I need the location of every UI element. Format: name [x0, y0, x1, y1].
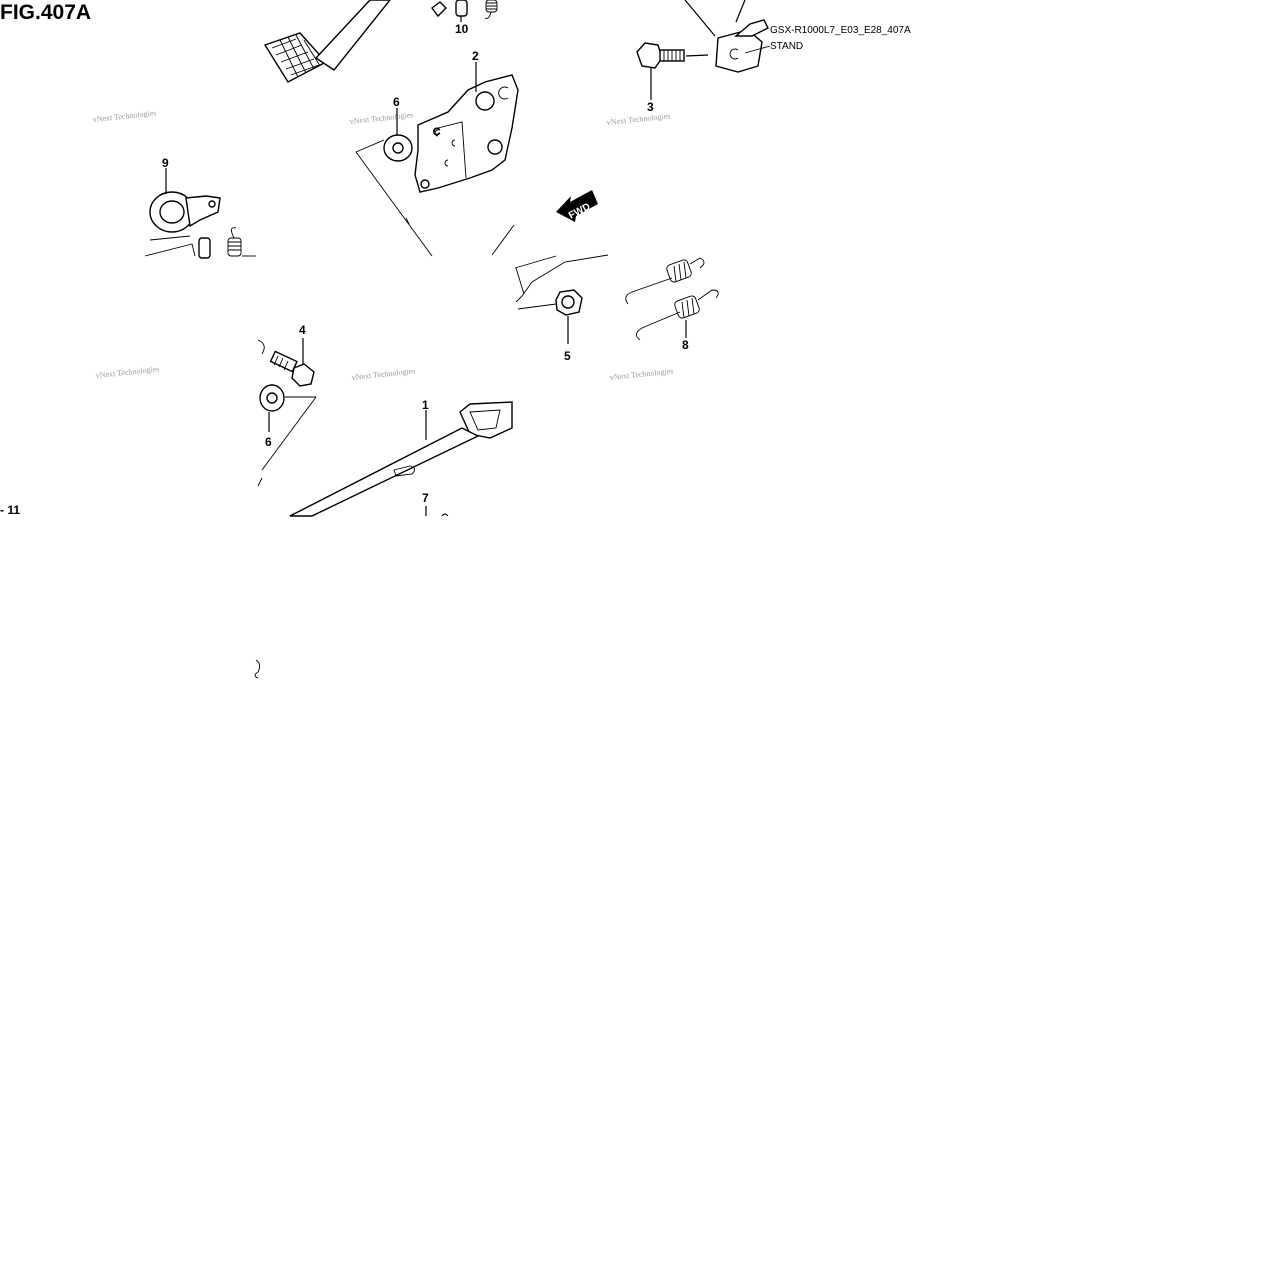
- callout-1: 1: [422, 398, 429, 412]
- callout-9: 9: [162, 156, 169, 170]
- brake-pedal: [263, 0, 391, 83]
- bolt-4: [257, 339, 315, 387]
- callout-2: 2: [472, 49, 479, 63]
- pin-left: [198, 237, 211, 259]
- nut-5: [555, 289, 583, 316]
- callout-6-upper: 6: [393, 95, 400, 109]
- watermark: vNext Technologies: [95, 364, 160, 380]
- group-label: STAND: [770, 41, 803, 52]
- callout-5: 5: [564, 349, 571, 363]
- callout-6-lower: 6: [265, 435, 272, 449]
- diagram-code: GSX-R1000L7_E03_E28_407A: [770, 25, 911, 36]
- callout-4: 4: [299, 323, 306, 337]
- pedal-pin: [431, 0, 468, 18]
- pedal-bracket: [144, 191, 221, 257]
- watermark: vNext Technologies: [606, 111, 671, 127]
- callout-7: 7: [422, 491, 429, 505]
- stand-bracket: C: [414, 74, 519, 193]
- callout-8: 8: [682, 338, 689, 352]
- pedal-spring: [484, 0, 498, 19]
- part-fragment: [254, 659, 261, 679]
- washer-lower: [259, 384, 285, 412]
- figure-title: FIG.407A: [0, 1, 91, 24]
- forward-arrow-icon: FWD: [556, 190, 598, 222]
- callout-10: 10: [455, 22, 469, 36]
- spring-8-upper: [625, 257, 705, 305]
- watermark: vNext Technologies: [351, 366, 416, 382]
- bolt-3: [636, 42, 685, 69]
- watermark: vNext Technologies: [92, 108, 157, 124]
- callout-3: 3: [647, 100, 654, 114]
- watermark: vNext Technologies: [609, 366, 674, 382]
- spring-8-lower: [636, 289, 719, 341]
- page-reference: - 11: [0, 503, 20, 517]
- side-stand: [289, 401, 513, 517]
- stand-pivot: [684, 0, 771, 73]
- washer-upper: [383, 134, 413, 162]
- svg-text:C: C: [433, 127, 440, 138]
- spring-left: [227, 227, 256, 257]
- watermark: vNext Technologies: [349, 110, 414, 126]
